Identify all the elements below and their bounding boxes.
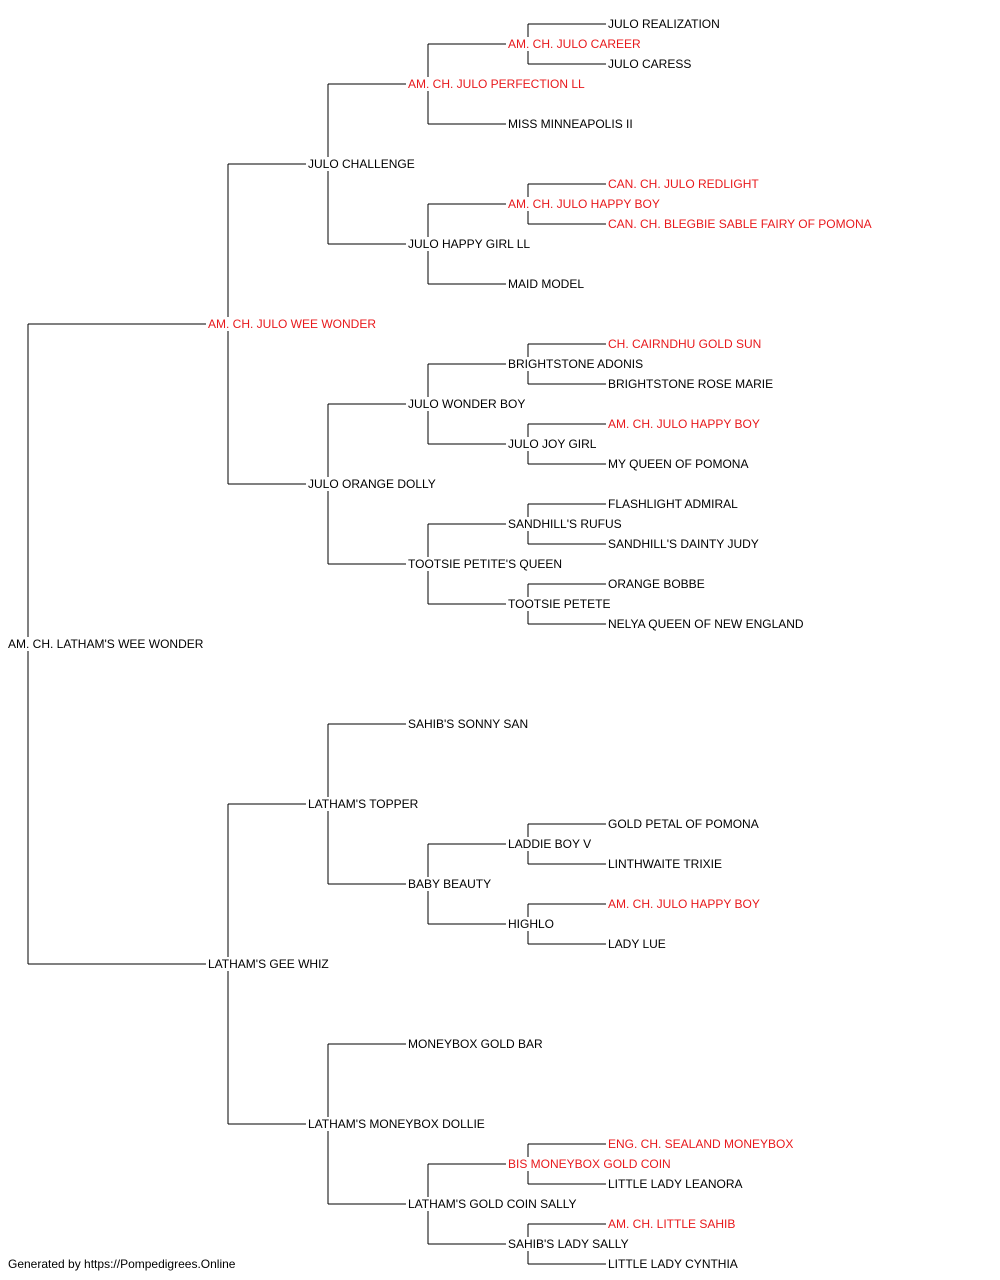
sire-name: CAN. CH. JULO REDLIGHT — [607, 177, 760, 191]
sire-name: MONEYBOX GOLD BAR — [407, 1037, 544, 1051]
dam-name: JULO CARESS — [607, 57, 693, 71]
dam-name: LATHAM'S GOLD COIN SALLY — [407, 1197, 578, 1211]
sire-name: AM. CH. JULO WEE WONDER — [207, 317, 378, 331]
dam-name: JULO JOY GIRL — [507, 437, 598, 451]
sire-name: ORANGE BOBBE — [607, 577, 706, 591]
dam-name: LITTLE LADY LEANORA — [607, 1177, 744, 1191]
sire-name: GOLD PETAL OF POMONA — [607, 817, 760, 831]
dam-name: LATHAM'S GEE WHIZ — [207, 957, 330, 971]
sire-name: LATHAM'S TOPPER — [307, 797, 420, 811]
sire-name: AM. CH. LITTLE SAHIB — [607, 1217, 737, 1231]
sire-name: BRIGHTSTONE ADONIS — [507, 357, 645, 371]
dam-name: LINTHWAITE TRIXIE — [607, 857, 724, 871]
sire-name: FLASHLIGHT ADMIRAL — [607, 497, 739, 511]
dam-name: SAHIB'S LADY SALLY — [507, 1237, 630, 1251]
subject-dog-name: AM. CH. LATHAM'S WEE WONDER — [7, 637, 205, 651]
dam-name: LITTLE LADY CYNTHIA — [607, 1257, 739, 1271]
sire-name: AM. CH. JULO HAPPY BOY — [507, 197, 661, 211]
sire-name: AM. CH. JULO PERFECTION LL — [407, 77, 586, 91]
sire-name: JULO REALIZATION — [607, 17, 721, 31]
dam-name: MISS MINNEAPOLIS II — [507, 117, 634, 131]
dam-name: LADY LUE — [607, 937, 667, 951]
sire-name: SAHIB'S SONNY SAN — [407, 717, 530, 731]
sire-name: LADDIE BOY V — [507, 837, 593, 851]
dam-name: CAN. CH. BLEGBIE SABLE FAIRY OF POMONA — [607, 217, 873, 231]
sire-name: JULO WONDER BOY — [407, 397, 527, 411]
dam-name: TOOTSIE PETITE'S QUEEN — [407, 557, 564, 571]
sire-name: AM. CH. JULO HAPPY BOY — [607, 417, 761, 431]
sire-name: BIS MONEYBOX GOLD COIN — [507, 1157, 672, 1171]
sire-name: ENG. CH. SEALAND MONEYBOX — [607, 1137, 795, 1151]
dam-name: LATHAM'S MONEYBOX DOLLIE — [307, 1117, 486, 1131]
dam-name: JULO ORANGE DOLLY — [307, 477, 437, 491]
sire-name: CH. CAIRNDHU GOLD SUN — [607, 337, 763, 351]
dam-name: TOOTSIE PETETE — [507, 597, 612, 611]
dam-name: JULO HAPPY GIRL LL — [407, 237, 532, 251]
dam-name: MY QUEEN OF POMONA — [607, 457, 750, 471]
sire-name: JULO CHALLENGE — [307, 157, 416, 171]
dam-name: BRIGHTSTONE ROSE MARIE — [607, 377, 775, 391]
sire-name: SANDHILL'S RUFUS — [507, 517, 623, 531]
dam-name: HIGHLO — [507, 917, 556, 931]
dam-name: BABY BEAUTY — [407, 877, 493, 891]
dam-name: SANDHILL'S DAINTY JUDY — [607, 537, 760, 551]
dam-name: NELYA QUEEN OF NEW ENGLAND — [607, 617, 805, 631]
generated-by-footer: Generated by https://Pompedigrees.Online — [8, 1257, 236, 1271]
dam-name: MAID MODEL — [507, 277, 586, 291]
sire-name: AM. CH. JULO HAPPY BOY — [607, 897, 761, 911]
sire-name: AM. CH. JULO CAREER — [507, 37, 642, 51]
